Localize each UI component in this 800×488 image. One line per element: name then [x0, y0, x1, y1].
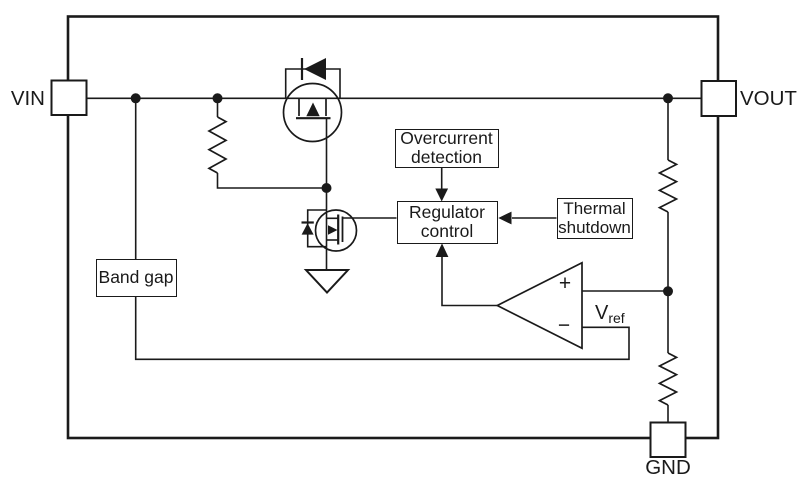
body-diode-icon — [284, 58, 341, 99]
junction-nodes — [130, 93, 673, 297]
gate-resistor-icon — [207, 116, 228, 174]
resistors — [207, 116, 679, 406]
regulator-label-line1: Regulator — [409, 202, 485, 222]
amp-minus-sign: − — [557, 313, 571, 337]
ground-icon — [303, 269, 351, 294]
overcurrent-label-line1: Overcurrent — [400, 128, 493, 148]
pulldown-diode-triangle — [301, 223, 314, 235]
junction-node-icon — [130, 93, 141, 104]
vref-subscript: ref — [608, 310, 625, 326]
band-gap-label: Band gap — [98, 267, 174, 287]
pulldown-transistor-circle — [314, 209, 358, 252]
vout-pin-pad-icon — [700, 80, 737, 117]
junction-node-icon — [663, 286, 673, 297]
junction-node-icon — [663, 93, 673, 104]
junction-node-icon — [321, 183, 332, 193]
gate-pulldown-mosfet-icon — [301, 209, 358, 252]
amp-output-arrowhead-icon — [435, 243, 449, 257]
feedback-resistor-top-icon — [657, 159, 679, 213]
pin-label-gnd: GND — [645, 456, 691, 479]
pass-transistor-circle — [282, 82, 343, 143]
pmos-pass-transistor-icon — [282, 82, 343, 143]
thermal-label-line2: shutdown — [558, 218, 631, 237]
ic-boundary — [66, 15, 720, 440]
block-overcurrent-detection: Overcurrent detection — [394, 128, 499, 168]
pin-label-vin: VIN — [10, 87, 45, 110]
thermal-label-line1: Thermal — [563, 199, 626, 218]
vin-pin-pad-icon — [50, 79, 88, 116]
pulldown-substrate-arrow — [328, 225, 338, 235]
wire-gate-resistor-bottom — [216, 173, 327, 189]
overcurrent-label-line2: detection — [410, 147, 483, 167]
block-regulator-control: Regulator control — [396, 200, 498, 244]
gnd-pin-pad-icon — [649, 421, 687, 458]
block-thermal-shutdown: Thermal shutdown — [556, 197, 633, 239]
block-band-gap: Band gap — [95, 258, 177, 297]
pass-substrate-arrow — [306, 102, 320, 117]
body-diode-triangle — [304, 58, 326, 80]
wire-amp-output-to-regulator — [441, 257, 498, 307]
junction-node-icon — [212, 93, 223, 104]
error-amplifier-icon — [495, 261, 583, 350]
pin-label-vout: VOUT — [740, 87, 797, 110]
vref-label: Vref — [595, 302, 625, 325]
thermal-arrowhead-icon — [498, 211, 512, 225]
wire-pulldown-diode-loop — [306, 209, 327, 248]
arrowheads — [435, 188, 512, 257]
wire-bandgap-to-amp-minus — [134, 296, 630, 361]
feedback-resistor-bottom-icon — [657, 352, 679, 406]
regulator-label-line2: control — [420, 221, 474, 241]
amp-plus-sign: + — [558, 272, 572, 295]
overcurrent-arrowhead-icon — [435, 188, 449, 202]
vref-base: V — [595, 302, 609, 324]
